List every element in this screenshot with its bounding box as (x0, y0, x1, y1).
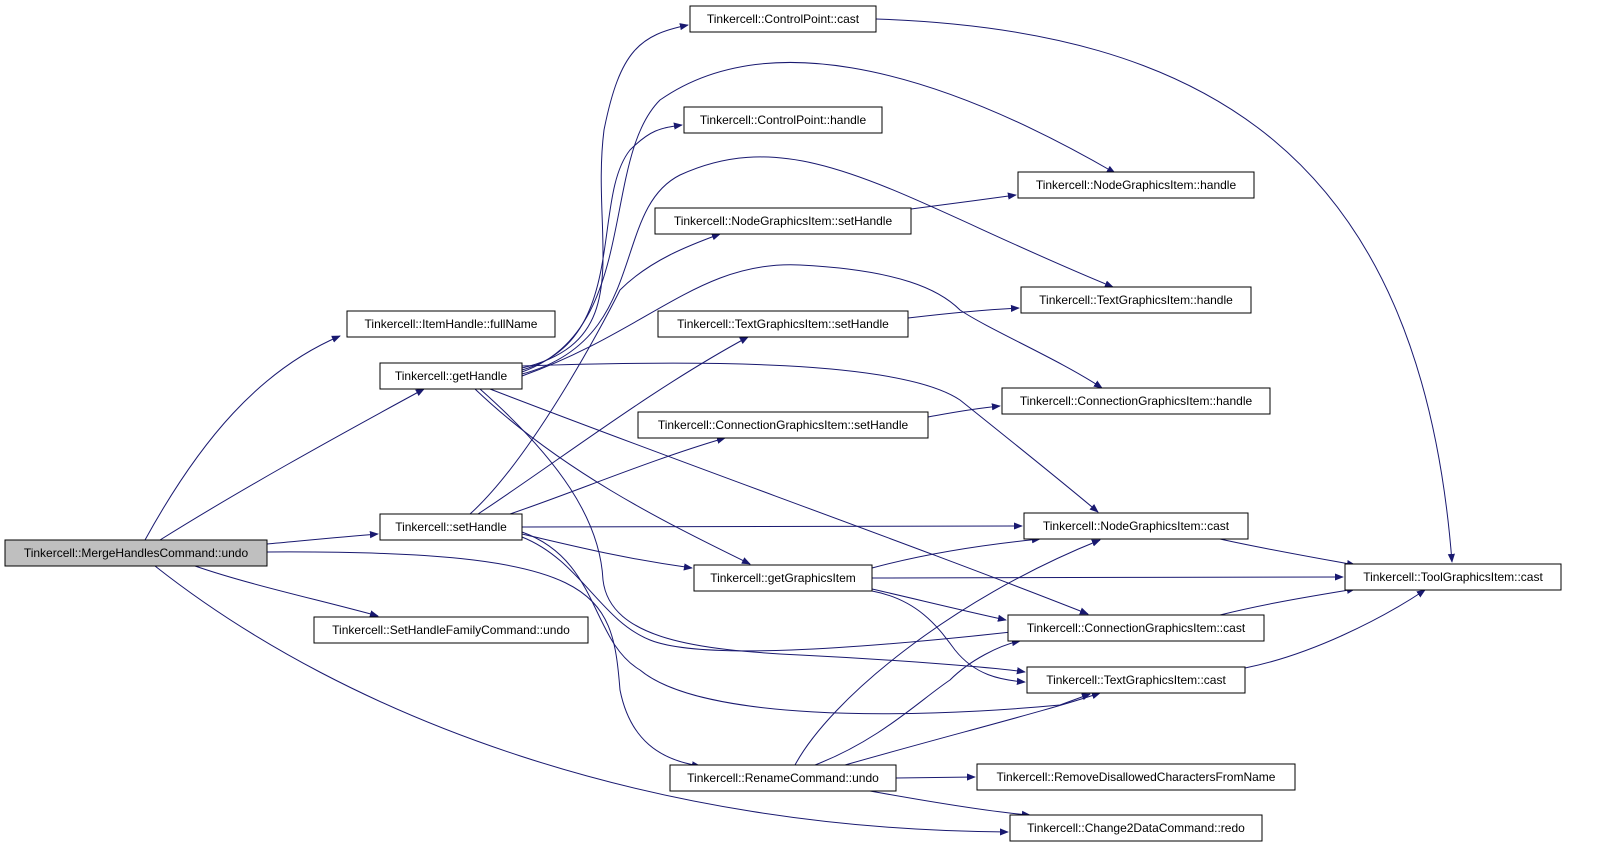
node-label: Tinkercell::getGraphicsItem (710, 571, 856, 585)
node-label: Tinkercell::ControlPoint::cast (707, 12, 860, 26)
node-rename-command-undo[interactable]: Tinkercell::RenameCommand::undo (669, 764, 897, 792)
node-label: Tinkercell::ConnectionGraphicsItem::setH… (658, 418, 909, 432)
edge-gethandle-to-cp_cast (521, 23, 689, 369)
node-label: Tinkercell::ConnectionGraphicsItem::hand… (1020, 394, 1253, 408)
edge-sethandle-to-cgi_cast (521, 536, 1031, 652)
edge-rename_undo-to-tgi_cast (844, 692, 1101, 766)
node-label: Tinkercell::NodeGraphicsItem::handle (1036, 178, 1237, 192)
edge-cp_cast-to-toolgi_cast (875, 18, 1455, 563)
node-label: Tinkercell::Change2DataCommand::redo (1027, 821, 1245, 835)
node-connectiongraphicsitem-cast[interactable]: Tinkercell::ConnectionGraphicsItem::cast (1007, 614, 1265, 642)
node-textgraphicsitem-handle[interactable]: Tinkercell::TextGraphicsItem::handle (1020, 286, 1252, 314)
node-sethandle[interactable]: Tinkercell::setHandle (379, 513, 523, 541)
edge-merge_undo-to-sethandle (266, 531, 379, 545)
node-connectiongraphicsitem-sethandle[interactable]: Tinkercell::ConnectionGraphicsItem::setH… (637, 411, 929, 439)
edge-ngi_sethandle-to-ngi_handle (910, 192, 1017, 210)
edge-sethandle-to-ngi_sethandle (469, 233, 721, 515)
edge-cgi_sethandle-to-cgi_handle (927, 403, 1001, 418)
edge-getgraphicsitem-to-toolgi_cast (871, 573, 1344, 581)
edge-getgraphicsitem-to-tgi_cast (871, 590, 1026, 685)
edge-gethandle-to-tgi_cast (479, 388, 1026, 675)
node-change2datacommand-redo[interactable]: Tinkercell::Change2DataCommand::redo (1009, 814, 1263, 842)
node-label: Tinkercell::ToolGraphicsItem::cast (1363, 570, 1543, 584)
edge-tgi_sethandle-to-tgi_handle (907, 304, 1020, 319)
node-label: Tinkercell::NodeGraphicsItem::setHandle (674, 214, 893, 228)
node-set-handle-family-command-undo[interactable]: Tinkercell::SetHandleFamilyCommand::undo (313, 616, 589, 644)
edge-gethandle-to-ngi_cast (521, 362, 1099, 513)
node-label: Tinkercell::RemoveDisallowedCharactersFr… (997, 770, 1276, 784)
node-label: Tinkercell::ItemHandle::fullName (365, 317, 538, 331)
edge-getgraphicsitem-to-ngi_cast (871, 536, 1041, 569)
node-controlpoint-cast[interactable]: Tinkercell::ControlPoint::cast (689, 5, 877, 33)
edge-ngi_cast-to-toolgi_cast (1219, 538, 1356, 568)
edge-merge_undo-to-fullname (144, 335, 341, 541)
node-layer: Tinkercell::MergeHandlesCommand::undo Ti… (4, 5, 1562, 842)
edge-gethandle-to-getgraphicsitem (474, 388, 751, 565)
node-nodegraphicsitem-sethandle[interactable]: Tinkercell::NodeGraphicsItem::setHandle (654, 207, 912, 235)
node-label: Tinkercell::getHandle (395, 369, 508, 383)
edge-getgraphicsitem-to-cgi_cast (871, 588, 1007, 622)
edge-sethandle-to-tgi_sethandle (477, 336, 749, 515)
edge-gethandle-to-tgi_handle (521, 156, 1114, 375)
edge-merge_undo-to-change2_redo (154, 565, 1009, 836)
edge-cgi_cast-to-toolgi_cast (1219, 586, 1356, 616)
node-label: Tinkercell::MergeHandlesCommand::undo (24, 546, 249, 560)
edge-merge_undo-to-gethandle (159, 388, 425, 541)
edge-merge_undo-to-rename_undo (266, 551, 701, 769)
node-remove-disallowed-characters-from-name[interactable]: Tinkercell::RemoveDisallowedCharactersFr… (976, 763, 1296, 791)
node-label: Tinkercell::TextGraphicsItem::cast (1046, 673, 1226, 687)
edge-gethandle-to-cgi_handle (521, 264, 1103, 389)
edge-layer (144, 18, 1455, 836)
node-controlpoint-handle[interactable]: Tinkercell::ControlPoint::handle (683, 106, 883, 134)
edge-gethandle-to-ngi_handle (521, 62, 1116, 373)
node-connectiongraphicsitem-handle[interactable]: Tinkercell::ConnectionGraphicsItem::hand… (1001, 387, 1271, 415)
edge-rename_undo-to-cgi_cast (814, 639, 1021, 766)
edge-sethandle-to-cgi_sethandle (509, 436, 726, 515)
node-nodegraphicsitem-handle[interactable]: Tinkercell::NodeGraphicsItem::handle (1017, 171, 1255, 199)
edge-sethandle-to-ngi_cast (521, 522, 1023, 530)
edge-tgi_cast-to-toolgi_cast (1244, 589, 1426, 669)
node-textgraphicsitem-sethandle[interactable]: Tinkercell::TextGraphicsItem::setHandle (657, 310, 909, 338)
edge-sethandle-to-tgi_cast (521, 531, 1091, 715)
node-toolgraphicsitem-cast[interactable]: Tinkercell::ToolGraphicsItem::cast (1344, 563, 1562, 591)
node-nodegraphicsitem-cast[interactable]: Tinkercell::NodeGraphicsItem::cast (1023, 512, 1249, 540)
node-label: Tinkercell::NodeGraphicsItem::cast (1043, 519, 1230, 533)
node-label: Tinkercell::TextGraphicsItem::setHandle (677, 317, 889, 331)
edge-sethandle-to-getgraphicsitem (521, 533, 693, 571)
node-gethandle[interactable]: Tinkercell::getHandle (379, 362, 523, 390)
edge-rename_undo-to-change2_redo (869, 790, 1031, 818)
node-item-handle-fullname[interactable]: Tinkercell::ItemHandle::fullName (346, 310, 556, 338)
node-label: Tinkercell::SetHandleFamilyCommand::undo (332, 623, 570, 637)
node-merge-handles-command-undo[interactable]: Tinkercell::MergeHandlesCommand::undo (4, 539, 268, 567)
edge-gethandle-to-cp_handle (521, 122, 683, 371)
node-label: Tinkercell::RenameCommand::undo (687, 771, 879, 785)
node-label: Tinkercell::ConnectionGraphicsItem::cast (1027, 621, 1246, 635)
node-label: Tinkercell::setHandle (395, 520, 507, 534)
node-getgraphicsitem[interactable]: Tinkercell::getGraphicsItem (693, 564, 873, 592)
edge-merge_undo-to-setfamily_undo (194, 565, 379, 618)
edge-rename_undo-to-ngi_cast (794, 539, 1101, 766)
node-label: Tinkercell::ControlPoint::handle (700, 113, 867, 127)
node-label: Tinkercell::TextGraphicsItem::handle (1039, 293, 1233, 307)
node-textgraphicsitem-cast[interactable]: Tinkercell::TextGraphicsItem::cast (1026, 666, 1246, 694)
edge-rename_undo-to-remove_disallowed (895, 773, 976, 781)
